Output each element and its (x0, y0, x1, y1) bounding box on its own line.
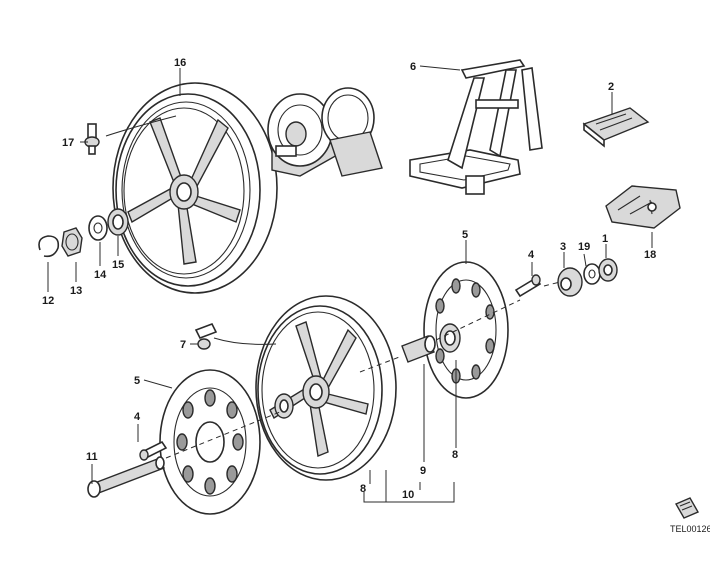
washer-rear[interactable] (88, 215, 108, 241)
circlip[interactable] (38, 235, 60, 258)
rear-hub-drive[interactable] (267, 87, 383, 177)
callout-8-right: 8 (452, 449, 458, 461)
washer-19[interactable] (583, 263, 601, 285)
brake-disc-left[interactable] (159, 369, 261, 515)
front-axle[interactable] (87, 456, 165, 498)
callout-4-left: 4 (134, 411, 141, 423)
callout-14: 14 (94, 269, 107, 281)
bearing-rear[interactable] (107, 208, 129, 236)
callout-18: 18 (644, 249, 656, 261)
tool-bag[interactable] (605, 185, 681, 229)
callout-leaders (47, 65, 653, 503)
rear-wheel[interactable] (112, 82, 278, 294)
callout-2: 2 (608, 81, 614, 93)
callout-10: 10 (402, 489, 414, 501)
bolt-front[interactable] (514, 274, 542, 298)
callout-3: 3 (560, 241, 566, 253)
callout-5-right: 5 (462, 229, 468, 241)
service-stand[interactable] (409, 59, 543, 195)
callout-labels: 16 6 2 17 12 13 14 15 5 4 3 19 1 18 7 5 … (42, 57, 656, 501)
callout-17: 17 (62, 137, 74, 149)
spacer-tube[interactable] (401, 335, 436, 363)
document-icon (675, 497, 699, 519)
callout-19: 19 (578, 241, 590, 253)
valve-rear[interactable] (84, 123, 100, 155)
callout-8-left: 8 (360, 483, 366, 495)
callout-9: 9 (420, 465, 426, 477)
repair-kit[interactable] (582, 107, 650, 148)
front-wheel[interactable] (255, 295, 397, 481)
valve-front[interactable] (194, 322, 218, 350)
callout-5-left: 5 (134, 375, 140, 387)
callout-15: 15 (112, 259, 124, 271)
bearing-1[interactable] (598, 258, 618, 282)
spacer-3[interactable] (557, 267, 583, 297)
bolt-disc-left[interactable] (139, 440, 168, 461)
callout-7: 7 (180, 339, 186, 351)
callout-12: 12 (42, 295, 54, 307)
diagram-code: TEL00126 (670, 524, 710, 534)
callout-6: 6 (410, 61, 416, 73)
callout-16: 16 (174, 57, 186, 69)
callout-4-right: 4 (528, 249, 535, 261)
callout-1: 1 (602, 233, 608, 245)
callout-11: 11 (86, 451, 98, 463)
axle-nut[interactable] (61, 227, 83, 257)
callout-13: 13 (70, 285, 82, 297)
brake-disc-right[interactable] (423, 261, 509, 399)
